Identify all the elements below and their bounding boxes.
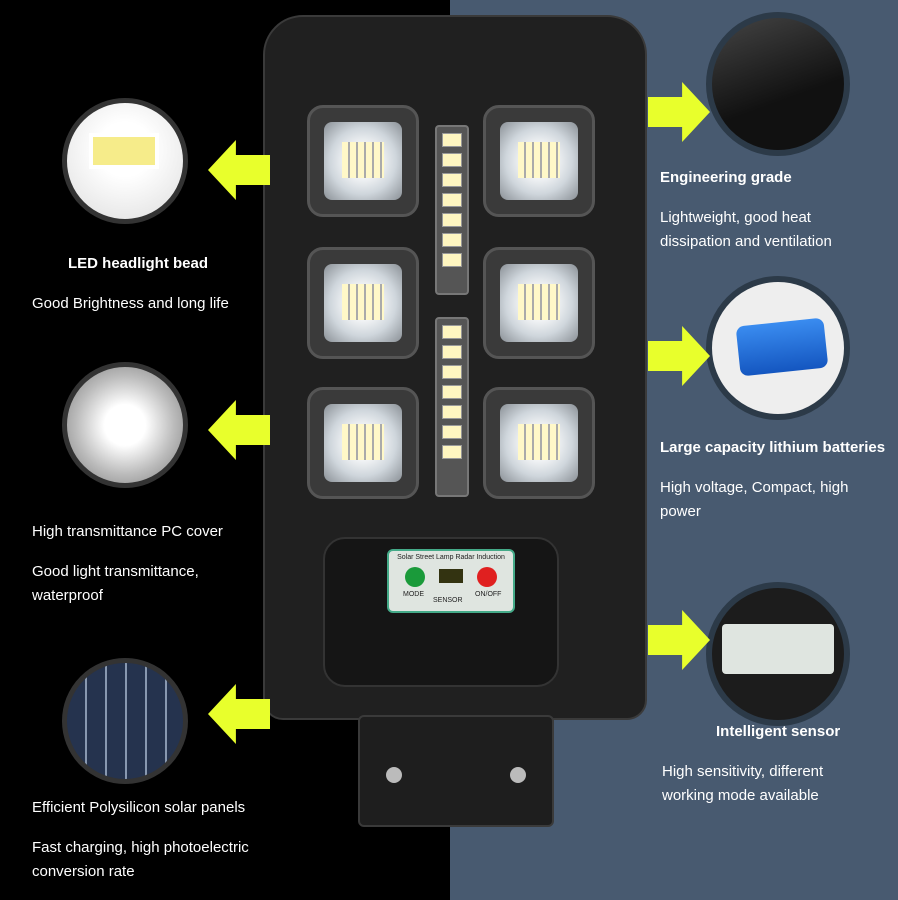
- feature-desc: Fast charging, high photoelectric: [32, 839, 249, 856]
- arrow-left-icon: [208, 684, 270, 744]
- housing-image: [706, 12, 850, 156]
- feature-title: Intelligent sensor: [716, 723, 841, 740]
- led-module: [483, 387, 595, 499]
- battery-image: [706, 276, 850, 420]
- feature-title: High transmittance PC cover: [32, 523, 223, 540]
- panel-title: Solar Street Lamp Radar Induction: [397, 554, 505, 561]
- feature-desc: working mode available: [662, 787, 819, 804]
- led-strip: [435, 317, 469, 497]
- feature-title: Engineering grade: [660, 169, 792, 186]
- feature-desc: High voltage, Compact, high: [660, 479, 849, 496]
- led-module: [307, 105, 419, 217]
- feature-desc: waterproof: [32, 587, 103, 604]
- mode-button[interactable]: [405, 567, 425, 587]
- feature-title: Efficient Polysilicon solar panels: [32, 799, 246, 816]
- feature-desc: Good light transmittance,: [32, 563, 199, 580]
- led-module: [307, 387, 419, 499]
- mode-label: MODE: [403, 591, 424, 598]
- sensor-control-panel: Solar Street Lamp Radar Induction MODE S…: [387, 549, 515, 613]
- bolt: [510, 767, 526, 783]
- onoff-button[interactable]: [477, 567, 497, 587]
- feature-desc: dissipation and ventilation: [660, 233, 832, 250]
- bolt: [386, 767, 402, 783]
- solar-street-lamp: [263, 15, 647, 720]
- solar-panel-image: [62, 658, 188, 784]
- led-module: [483, 247, 595, 359]
- arrow-left-icon: [208, 140, 270, 200]
- led-module: [307, 247, 419, 359]
- onoff-label: ON/OFF: [475, 591, 502, 598]
- feature-desc: Good Brightness and long life: [32, 295, 229, 312]
- feature-title: Large capacity lithium batteries: [660, 439, 886, 456]
- led-strip: [435, 125, 469, 295]
- feature-desc: High sensitivity, different: [662, 763, 824, 780]
- sensor-image: [706, 582, 850, 726]
- led-module: [483, 105, 595, 217]
- feature-desc: conversion rate: [32, 863, 135, 880]
- sensor-window: [439, 569, 463, 583]
- feature-desc: power: [660, 503, 701, 520]
- led-bead-image: [62, 98, 188, 224]
- sensor-label: SENSOR: [433, 597, 463, 604]
- arrow-left-icon: [208, 400, 270, 460]
- feature-title: LED headlight bead: [68, 255, 209, 272]
- pc-cover-image: [62, 362, 188, 488]
- mounting-bracket: [358, 715, 554, 827]
- feature-desc: Lightweight, good heat: [660, 209, 811, 226]
